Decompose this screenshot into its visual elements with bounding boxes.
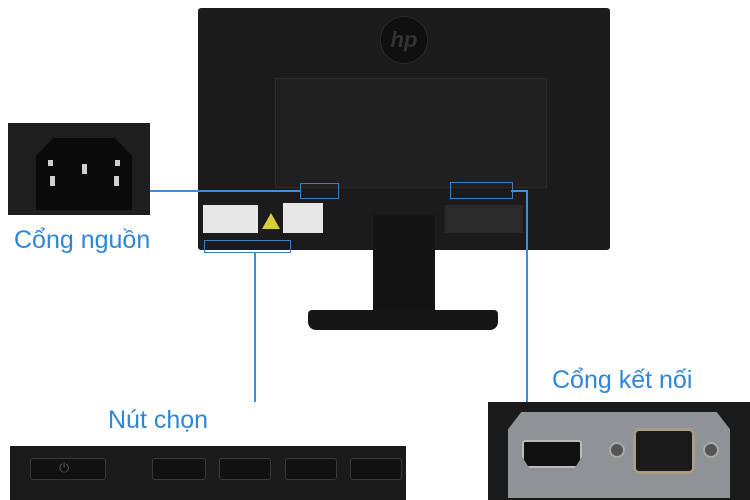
connection-ports-label: Cổng kết nối	[552, 366, 693, 394]
ports-leader-line	[526, 190, 528, 402]
power-port-label: Cổng nguồn	[14, 226, 151, 254]
vga-port-icon	[633, 428, 695, 474]
power-port-highlight	[300, 183, 339, 199]
info-sticker	[203, 205, 258, 233]
power-button[interactable]: ⏻	[30, 458, 106, 480]
buttons-leader-line	[254, 252, 256, 402]
menu-button-1[interactable]	[152, 458, 206, 480]
hdmi-port-icon	[522, 440, 582, 468]
screw-icon	[703, 442, 719, 458]
power-leader-line	[150, 190, 300, 192]
serial-sticker	[283, 203, 323, 233]
select-buttons-label: Nút chọn	[108, 406, 209, 434]
menu-button-4[interactable]	[350, 458, 402, 480]
certification-marks	[445, 205, 523, 233]
buttons-highlight	[204, 240, 291, 253]
ports-leader-line-h	[511, 190, 527, 192]
menu-button-3[interactable]	[285, 458, 337, 480]
monitor-back-panel	[275, 78, 547, 188]
connection-ports-highlight	[450, 182, 513, 199]
warning-sticker	[262, 213, 280, 229]
stand-neck	[373, 215, 435, 313]
stand-base	[308, 310, 498, 330]
hp-logo: hp	[380, 16, 428, 64]
power-socket-icon	[36, 138, 132, 210]
screw-icon	[609, 442, 625, 458]
power-icon: ⏻	[59, 460, 70, 475]
menu-button-2[interactable]	[219, 458, 271, 480]
